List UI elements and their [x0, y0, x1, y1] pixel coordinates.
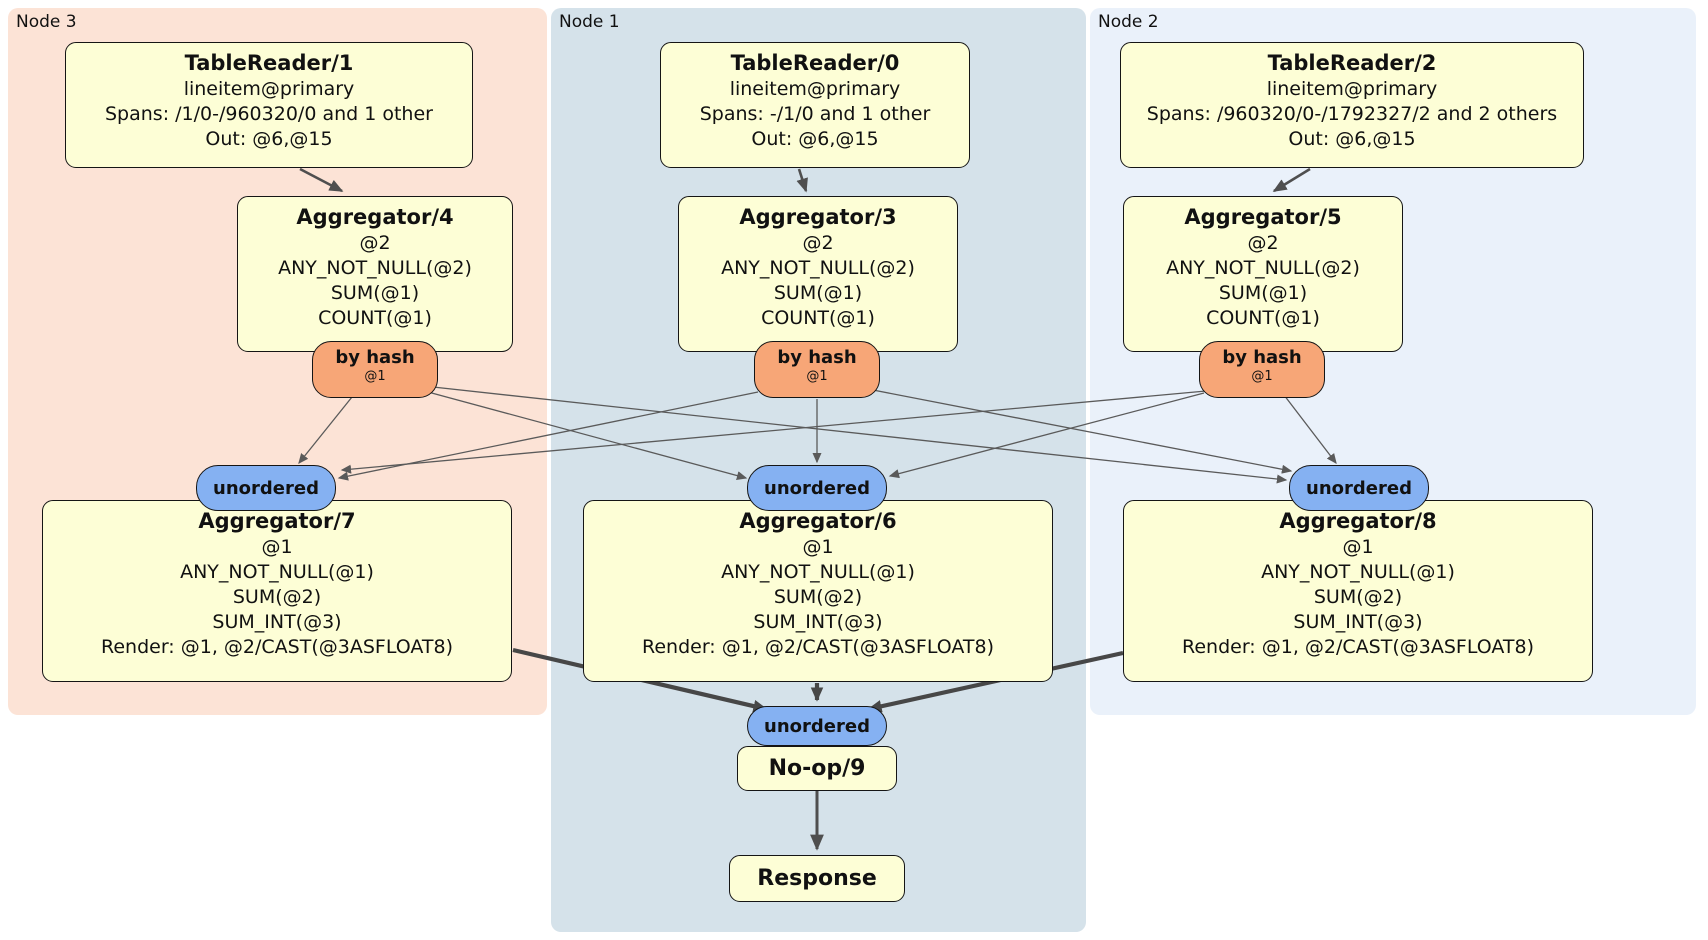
box-line: SUM_INT(@3) [753, 611, 883, 633]
box-line: ANY_NOT_NULL(@1) [1261, 561, 1455, 583]
box-tablereader-0: TableReader/0 lineitem@primary Spans: -/… [660, 42, 970, 168]
box-line: @1 [802, 536, 834, 558]
box-line: SUM(@1) [330, 282, 420, 304]
box-line: lineitem@primary [1266, 78, 1438, 100]
box-line: lineitem@primary [183, 78, 355, 100]
sync-label: unordered [1306, 477, 1412, 499]
sync-label: unordered [764, 477, 870, 499]
box-tablereader-1: TableReader/1 lineitem@primary Spans: /1… [65, 42, 473, 168]
box-line: @2 [359, 232, 391, 254]
box-line: ANY_NOT_NULL(@2) [721, 257, 915, 279]
router-key: @1 [1251, 369, 1273, 384]
box-line: SUM(@2) [232, 586, 322, 608]
box-title: Aggregator/4 [296, 205, 454, 229]
box-line: SUM_INT(@3) [212, 611, 342, 633]
box-title: Aggregator/3 [739, 205, 897, 229]
router-label: by hash [777, 347, 857, 368]
box-line: COUNT(@1) [761, 307, 875, 329]
edge-byhash2-unordered1 [888, 392, 1205, 479]
sync-unordered-node2: unordered [1289, 465, 1429, 511]
box-line: ANY_NOT_NULL(@2) [278, 257, 472, 279]
region-label-node-1: Node 1 [559, 12, 620, 32]
edge-byhash3-unordered2 [432, 386, 1288, 484]
sync-unordered-node3: unordered [196, 465, 336, 511]
box-line: SUM(@1) [773, 282, 863, 304]
router-key: @1 [806, 369, 828, 384]
box-line: lineitem@primary [729, 78, 901, 100]
sync-label: unordered [213, 477, 319, 499]
sync-unordered-node1: unordered [747, 465, 887, 511]
box-line: Spans: -/1/0 and 1 other [699, 103, 931, 125]
box-title: TableReader/1 [184, 51, 354, 75]
edge-tablereader1-aggregator4 [299, 167, 344, 193]
box-aggregator-4: Aggregator/4 @2 ANY_NOT_NULL(@2) SUM(@1)… [237, 196, 513, 352]
box-title: Aggregator/7 [198, 509, 356, 533]
box-title: No-op/9 [768, 756, 866, 781]
router-byhash-node1: by hash @1 [754, 341, 880, 398]
box-line: ANY_NOT_NULL(@2) [1166, 257, 1360, 279]
box-line: SUM_INT(@3) [1293, 611, 1423, 633]
router-key: @1 [364, 369, 386, 384]
box-line: Out: @6,@15 [1288, 128, 1416, 150]
box-line: @2 [1247, 232, 1279, 254]
box-line: COUNT(@1) [1206, 307, 1320, 329]
region-label-node-2: Node 2 [1098, 12, 1159, 32]
edge-byhash3-unordered1 [427, 391, 748, 481]
router-label: by hash [335, 347, 415, 368]
box-title: TableReader/2 [1267, 51, 1437, 75]
box-line: @1 [1342, 536, 1374, 558]
router-byhash-node3: by hash @1 [312, 341, 438, 398]
box-line: @2 [802, 232, 834, 254]
box-line: SUM(@1) [1218, 282, 1308, 304]
box-title: Aggregator/5 [1184, 205, 1342, 229]
box-aggregator-6: Aggregator/6 @1 ANY_NOT_NULL(@1) SUM(@2)… [583, 500, 1053, 682]
box-tablereader-2: TableReader/2 lineitem@primary Spans: /9… [1120, 42, 1584, 168]
box-line: ANY_NOT_NULL(@1) [180, 561, 374, 583]
edge-byhash2-unordered2 [1283, 394, 1337, 465]
box-aggregator-5: Aggregator/5 @2 ANY_NOT_NULL(@2) SUM(@1)… [1123, 196, 1403, 352]
box-line: Render: @1, @2/CAST(@3ASFLOAT8) [1182, 636, 1534, 658]
region-label-node-3: Node 3 [16, 12, 77, 32]
box-line: Render: @1, @2/CAST(@3ASFLOAT8) [642, 636, 994, 658]
edge-byhash1-unordered2 [872, 389, 1293, 474]
box-line: Render: @1, @2/CAST(@3ASFLOAT8) [101, 636, 453, 658]
box-aggregator-8: Aggregator/8 @1 ANY_NOT_NULL(@1) SUM(@2)… [1123, 500, 1593, 682]
edge-byhash3-unordered3 [298, 396, 353, 465]
box-title: TableReader/0 [730, 51, 900, 75]
box-line: Spans: /960320/0-/1792327/2 and 2 others [1146, 103, 1558, 125]
box-title: Aggregator/8 [1279, 509, 1437, 533]
edge-tablereader0-aggregator3 [796, 168, 808, 193]
box-title: Aggregator/6 [739, 509, 897, 533]
box-line: COUNT(@1) [318, 307, 432, 329]
edge-tablereader2-aggregator5 [1272, 167, 1311, 193]
box-noop-9: No-op/9 [737, 746, 897, 791]
box-line: SUM(@2) [773, 586, 863, 608]
box-line: @1 [261, 536, 293, 558]
box-line: Out: @6,@15 [751, 128, 879, 150]
edge-byhash2-unordered3 [340, 390, 1207, 474]
box-aggregator-3: Aggregator/3 @2 ANY_NOT_NULL(@2) SUM(@1)… [678, 196, 958, 352]
box-line: Spans: /1/0-/960320/0 and 1 other [105, 103, 433, 125]
box-title: Response [757, 866, 877, 891]
box-aggregator-7: Aggregator/7 @1 ANY_NOT_NULL(@1) SUM(@2)… [42, 500, 512, 682]
box-line: ANY_NOT_NULL(@1) [721, 561, 915, 583]
box-line: Out: @6,@15 [205, 128, 333, 150]
box-response: Response [729, 855, 905, 902]
router-label: by hash [1222, 347, 1302, 368]
sync-label: unordered [764, 715, 870, 737]
router-byhash-node2: by hash @1 [1199, 341, 1325, 398]
box-line: SUM(@2) [1313, 586, 1403, 608]
sync-unordered-final: unordered [747, 706, 887, 746]
